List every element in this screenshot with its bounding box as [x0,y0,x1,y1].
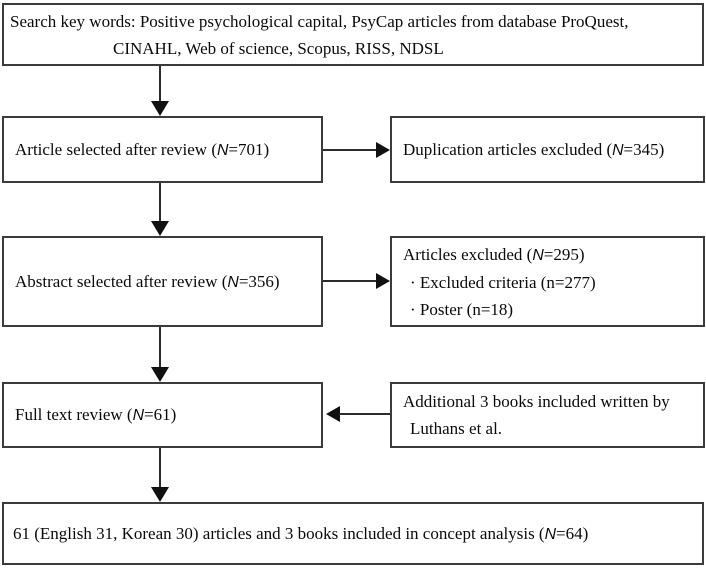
articles-excluded-line1: Articles excluded (N=295) [403,244,585,264]
article-selected-label: Article selected after review (N=701) [15,139,270,159]
abstract-selected-label: Abstract selected after review (N=356) [15,271,280,291]
arrowhead-right-icon [376,142,390,158]
arrow-abstract-to-excluded [323,280,376,282]
duplication-excluded-box: Duplication articles excluded (N=345) [390,116,705,183]
arrowhead-left-icon [326,406,340,422]
articles-excluded-box: Articles excluded (N=295) · Excluded cri… [390,236,705,327]
abstract-selected-box: Abstract selected after review (N=356) [2,236,323,327]
article-selected-box: Article selected after review (N=701) [2,116,323,183]
additional-books-line1: Additional 3 books included written by [403,392,670,411]
arrow-books-to-fulltext [339,413,390,415]
final-inclusion-label: 61 (English 31, Korean 30) articles and … [13,523,589,543]
search-keywords-box: Search key words: Positive psychological… [2,3,704,66]
arrowhead-down-icon [151,221,169,236]
articles-excluded-line2: · Excluded criteria (n=277) [410,272,596,292]
fulltext-review-label: Full text review (N=61) [15,405,177,424]
additional-books-line2: Luthans et al. [410,419,503,438]
arrowhead-right-icon [376,273,390,289]
arrow-fulltext-to-final [159,448,161,487]
arrow-article-to-duplication [323,149,376,151]
fulltext-review-box: Full text review (N=61) [2,382,323,448]
arrow-abstract-to-fulltext [159,327,161,367]
arrowhead-down-icon [151,367,169,382]
arrowhead-down-icon [151,101,169,116]
additional-books-box: Additional 3 books included written by L… [390,382,705,448]
final-inclusion-box: 61 (English 31, Korean 30) articles and … [2,502,704,565]
arrow-search-to-article [159,66,161,102]
arrowhead-down-icon [151,487,169,502]
articles-excluded-line3: · Poster (n=18) [410,299,514,319]
duplication-excluded-label: Duplication articles excluded (N=345) [403,139,665,159]
arrow-article-to-abstract [159,183,161,221]
search-keywords-line1: Search key words: Positive psychological… [10,11,629,31]
search-keywords-line2: CINAHL, Web of science, Scopus, RISS, ND… [113,38,444,58]
